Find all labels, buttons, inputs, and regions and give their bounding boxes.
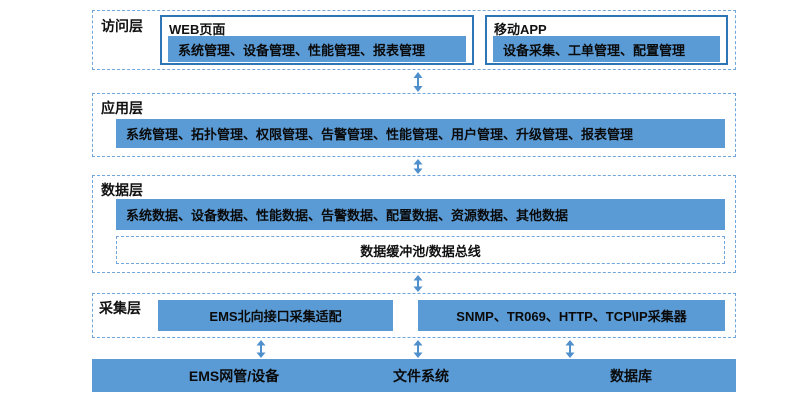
access-layer-label: 访问层	[101, 18, 143, 34]
resources-bar: EMS网管/设备 文件系统 数据库	[92, 359, 736, 392]
data-modules-bar: 系统数据、设备数据、性能数据、告警数据、配置数据、资源数据、其他数据	[116, 199, 725, 230]
web-page-title: WEB页面	[169, 22, 226, 37]
application-modules-bar: 系统管理、拓扑管理、权限管理、告警管理、性能管理、用户管理、升级管理、报表管理	[116, 119, 725, 148]
ems-adapter-box: EMS北向接口采集适配	[158, 300, 393, 331]
arrow-data-collection	[413, 275, 423, 292]
mobile-app-modules-bar: 设备采集、工单管理、配置管理	[493, 36, 720, 62]
resource-file-system: 文件系统	[393, 367, 449, 384]
web-page-box: WEB页面 系统管理、设备管理、性能管理、报表管理	[160, 15, 474, 65]
collection-layer-label: 采集层	[99, 300, 141, 316]
application-layer-label: 应用层	[101, 100, 143, 116]
web-page-modules-bar: 系统管理、设备管理、性能管理、报表管理	[168, 36, 466, 62]
data-bus-box: 数据缓冲池/数据总线	[116, 236, 725, 264]
mobile-app-box: 移动APP 设备采集、工单管理、配置管理	[485, 15, 728, 65]
resource-ems-device: EMS网管/设备	[188, 367, 280, 384]
data-layer-label: 数据层	[101, 182, 143, 198]
mobile-app-title: 移动APP	[494, 22, 547, 37]
arrow-collection-database	[565, 340, 575, 358]
resource-database: 数据库	[610, 367, 652, 384]
arrow-application-data	[413, 159, 423, 174]
arrow-collection-ems	[256, 340, 266, 358]
protocol-collector-box: SNMP、TR069、HTTP、TCP\IP采集器	[418, 300, 725, 331]
arrow-collection-filesystem	[413, 340, 423, 358]
arrow-access-application	[413, 72, 423, 92]
